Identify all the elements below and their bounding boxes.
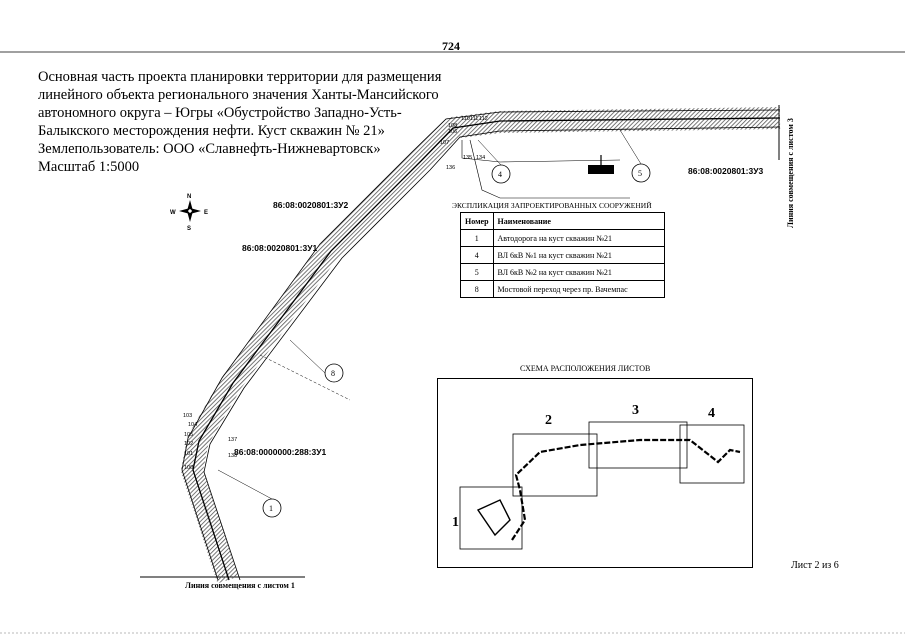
compass-e: E: [204, 210, 208, 216]
bottom-match-caption: Линия совмещения с листом 1: [185, 581, 295, 590]
point-label: 107: [440, 140, 449, 146]
legend-num: 8: [460, 280, 494, 298]
sheet-label: Лист 2 из 6: [791, 560, 839, 571]
title-line: Балыкского месторождения нефти. Куст скв…: [38, 123, 385, 139]
sheet-scheme: 1 2 3 4: [452, 403, 745, 550]
compass-icon: N S W E: [170, 194, 208, 232]
scheme-route: [511, 438, 741, 541]
point-label: 101: [184, 451, 193, 457]
legend-header-row: Номер Наименование: [460, 212, 665, 230]
table-row: 8 Мостовой переход через пр. Вачемпас: [460, 280, 665, 298]
callout-5-leader: [619, 129, 642, 165]
scheme-title: СХЕМА РАСПОЛОЖЕНИЯ ЛИСТОВ: [520, 364, 651, 373]
legend-caption: ЭКСПЛИКАЦИЯ ЗАПРОЕКТИРОВАННЫХ СООРУЖЕНИЙ: [452, 201, 652, 210]
legend-num: 4: [460, 246, 494, 264]
page-number: 724: [442, 39, 460, 53]
land-user: Землепользователь: ООО «Славнефть-Нижнев…: [38, 141, 381, 157]
legend-name: Автодорога на куст скважин №21: [492, 229, 665, 247]
point-label: 104: [188, 422, 197, 428]
point-label: 105: [184, 432, 193, 438]
legend-table: Номер Наименование 1 Автодорога на куст …: [460, 212, 665, 298]
right-match-caption: Линия совмещения с листом 3: [786, 118, 795, 228]
title-line: Основная часть проекта планировки террит…: [38, 69, 442, 85]
cadastral-label-3u3: 86:08:0020801:3У3: [688, 166, 764, 176]
map-title-block: Основная часть проекта планировки террит…: [38, 68, 468, 176]
scheme-label-1: 1: [452, 515, 459, 530]
callout-4-label: 4: [498, 170, 502, 179]
point-label: 110: [461, 116, 470, 122]
map-scale: Масштаб 1:5000: [38, 159, 140, 175]
table-row: 1 Автодорога на куст скважин №21: [460, 229, 665, 247]
point-label: 138: [228, 453, 237, 459]
cadastral-label-3u2: 86:08:0020801:3У2: [273, 200, 349, 210]
legend-header-num: Номер: [460, 212, 494, 230]
title-line: автономного округа – Югры «Обустройство …: [38, 105, 402, 121]
scheme-label-2: 2: [545, 413, 552, 428]
point-label: 108: [448, 123, 457, 129]
point-label: 106: [448, 129, 457, 135]
scheme-pad: [476, 499, 511, 537]
callout-8-leader: [289, 339, 326, 374]
point-label: 134: [476, 155, 485, 161]
callout-1-label: 1: [269, 504, 273, 513]
scheme-sheet-1: [459, 486, 523, 550]
cadastral-label-3u1: 86:08:0020801:3У1: [242, 243, 318, 253]
point-label: 111: [470, 116, 478, 122]
point-label: 102: [184, 441, 193, 447]
callout-1-leader: [217, 469, 273, 500]
scheme-frame: [437, 378, 753, 568]
well-pad-mark: [588, 165, 614, 174]
corridor-edge-outer: [181, 109, 781, 581]
legend-num: 5: [460, 263, 494, 281]
title-line: линейного объекта регионального значения…: [38, 87, 439, 103]
point-label: 135: [463, 155, 472, 161]
callout-8-label: 8: [331, 369, 335, 378]
legend-name: ВЛ 6кВ №2 на куст скважин №21: [492, 263, 665, 281]
cadastral-label-288: 86:08:0000000:288:3У1: [234, 447, 327, 457]
compass-n: N: [187, 194, 191, 200]
side-line: [461, 140, 621, 163]
point-label: 137: [228, 437, 237, 443]
compass-w: W: [170, 210, 176, 216]
point-label: 136: [446, 165, 455, 171]
creek-line: [259, 354, 351, 401]
compass-s: S: [187, 226, 191, 232]
table-row: 5 ВЛ 6кВ №2 на куст скважин №21: [460, 263, 665, 281]
scheme-sheet-4: [679, 424, 745, 484]
callout-5-label: 5: [638, 169, 642, 178]
corridor-edge-inner: [203, 126, 781, 581]
legend-name: Мостовой переход через пр. Вачемпас: [492, 280, 665, 298]
legend-header-name: Наименование: [492, 212, 665, 230]
callout-4-leader: [477, 139, 502, 166]
point-label: 112: [479, 116, 488, 122]
legend-name: ВЛ 6кВ №1 на куст скважин №21: [492, 246, 665, 264]
side-line-2: [469, 139, 630, 199]
point-labels: 110 111 112 108 107 106 135 134 136 103 …: [183, 116, 488, 471]
scheme-sheet-2: [512, 433, 598, 497]
point-label: 103: [183, 413, 192, 419]
table-row: 4 ВЛ 6кВ №1 на куст скважин №21: [460, 246, 665, 264]
scheme-label-4: 4: [708, 406, 715, 421]
legend-num: 1: [460, 229, 494, 247]
road-axis: [192, 117, 781, 581]
scheme-label-3: 3: [632, 403, 639, 418]
point-label: 100: [184, 465, 193, 471]
